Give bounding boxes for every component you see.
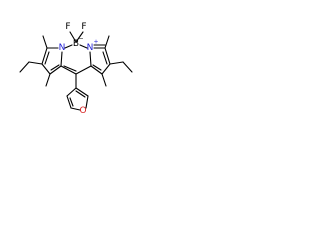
bond-c3-c4-double <box>50 64 60 71</box>
atom-fluorine-right: F <box>81 22 86 32</box>
bond-nr-c4 <box>89 51 92 67</box>
bond-b-f-left <box>69 31 77 43</box>
atom-fluorine-left: F <box>65 22 70 32</box>
bond-furan-c4-c5 <box>66 95 72 109</box>
bond-furan-o-c2 <box>85 95 89 109</box>
bond-ethyl-right-b <box>122 61 133 73</box>
bond-rc2-rc3 <box>101 63 111 75</box>
bond-furan-c2-c3 <box>75 87 89 97</box>
bond-ethyl-left-b <box>19 61 30 73</box>
bond-b-f-right <box>75 31 84 43</box>
bond-ethyl-right-a <box>109 61 124 65</box>
atom-boron-charge: − <box>78 36 83 43</box>
bond-furan-c3-c4 <box>66 87 77 97</box>
bond-furan-c5-o <box>70 107 81 111</box>
bond-b-n-right <box>79 44 88 49</box>
bond-layer <box>19 31 133 111</box>
bond-rc3-rc4 <box>90 65 103 75</box>
bond-c2-c3 <box>41 63 51 75</box>
bond-meso-left <box>60 65 77 75</box>
bond-b-n-left <box>64 44 73 49</box>
bond-rc1-rc2-double <box>102 51 108 65</box>
bond-rc3-rc4-double <box>92 64 102 71</box>
atom-nitrogen-right: N <box>87 43 94 53</box>
atom-boron: B <box>73 39 79 49</box>
bond-ethyl-left-a <box>28 61 43 65</box>
bond-methyl-top-right <box>104 35 110 49</box>
atom-nitrogen-right-charge: + <box>93 39 98 46</box>
bond-c3-c4 <box>49 65 62 75</box>
bond-methyl-bottom-right <box>101 73 107 87</box>
bond-furan-double-b <box>75 90 86 98</box>
bond-meso-right <box>75 65 92 75</box>
atom-labels: F F B − N N + O <box>59 22 99 116</box>
bond-c1-c2 <box>41 47 48 65</box>
atom-oxygen-furan: O <box>79 106 86 116</box>
bond-nl-c4 <box>60 51 63 67</box>
bond-methyl-bottom-left <box>45 73 51 87</box>
molecule-structure: F F B − N N + O <box>19 22 133 116</box>
bond-furan-double-a <box>69 97 74 107</box>
bond-meso-double <box>63 65 77 72</box>
bond-rc1-rc2 <box>104 47 111 65</box>
bond-methyl-top-left <box>42 35 48 49</box>
bond-c1-c2-double <box>44 51 50 65</box>
atom-nitrogen-left: N <box>59 43 66 53</box>
